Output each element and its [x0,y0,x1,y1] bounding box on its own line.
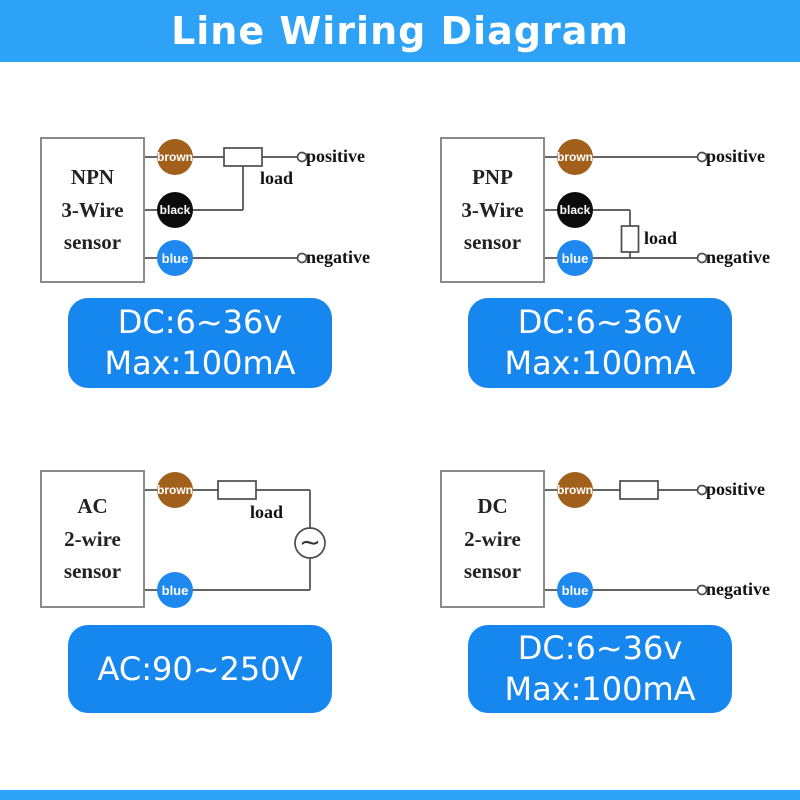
sensor-label-line: NPN [70,165,115,190]
label-negative: negative [706,247,770,267]
wiring-svg-pnp [545,151,708,264]
diagram-npn: NPN 3-Wire sensor brown black blue load … [0,100,400,430]
label-positive: positive [706,146,766,166]
diagram-ac: AC 2-wire sensor brown blue load ∼ AC:90… [0,430,400,750]
sensor-label-line: sensor [63,559,122,584]
load-symbol [620,225,640,253]
label-load: load [260,168,294,188]
sensor-box-npn: NPN 3-Wire sensor [40,137,145,283]
spec-badge-npn: DC:6~36v Max:100mA [68,298,332,388]
sensor-label-line: 3-Wire [61,197,124,222]
sensor-label-line: 2-wire [64,526,121,551]
wiring-svg-dc [545,480,708,596]
wire-node-blue: blue [557,240,593,276]
sensor-label-line: sensor [63,230,122,255]
sensor-box-dc: DC 2-wire sensor [440,470,545,608]
terminal-positive-icon [296,151,308,163]
terminal-negative-icon [696,584,708,596]
diagram-pnp: PNP 3-Wire sensor brown black blue load … [400,100,800,430]
label-negative: negative [306,247,370,267]
sensor-label-line: sensor [463,230,522,255]
sensor-label-line: DC [477,494,508,519]
wiring-svg-npn [145,147,308,264]
wires-ac [145,480,326,591]
footer-bar [0,790,800,800]
spec-line: AC:90~250V [97,649,303,688]
label-negative: negative [706,579,770,599]
wire-node-black: black [157,192,193,228]
sensor-label-line: 3-Wire [461,197,524,222]
spec-line: DC:6~36v [517,303,683,342]
spec-badge-dc: DC:6~36v Max:100mA [468,625,732,713]
wire-node-brown: brown [157,472,193,508]
wires-npn [145,147,308,264]
header-bar: Line Wiring Diagram [0,0,800,62]
spec-line: Max:100mA [504,670,696,708]
sensor-box-pnp: PNP 3-Wire sensor [440,137,545,283]
diagram-dc: DC 2-wire sensor brown blue positive neg… [400,430,800,750]
sensor-label-line: 2-wire [464,526,521,551]
spec-line: DC:6~36v [517,629,683,668]
wire-node-black: black [557,192,593,228]
sensor-label-line: AC [77,494,108,519]
wire-node-blue: blue [157,572,193,608]
wire-node-brown: brown [557,139,593,175]
ac-wave-symbol: ∼ [299,528,321,558]
wires-pnp [545,151,708,264]
terminal-positive-icon [696,484,708,496]
spec-badge-pnp: DC:6~36v Max:100mA [468,298,732,388]
label-load: load [644,228,678,248]
terminal-positive-icon [696,151,708,163]
wires-dc [545,480,708,596]
wire-node-brown: brown [157,139,193,175]
label-load: load [250,502,284,522]
wire-node-blue: blue [157,240,193,276]
load-symbol [619,480,659,500]
terminal-negative-icon [296,252,308,264]
load-symbol [223,147,263,167]
spec-badge-ac: AC:90~250V [68,625,332,713]
spec-line: Max:100mA [504,344,696,382]
wire-node-blue: blue [557,572,593,608]
page-title: Line Wiring Diagram [171,9,629,53]
label-positive: positive [306,146,366,166]
sensor-label-line: sensor [463,559,522,584]
wiring-svg-ac [145,480,326,591]
sensor-label-line: PNP [472,165,513,190]
spec-line: DC:6~36v [117,303,283,342]
label-positive: positive [706,479,766,499]
spec-line: Max:100mA [104,344,296,382]
load-symbol [217,480,257,500]
sensor-box-ac: AC 2-wire sensor [40,470,145,608]
terminal-negative-icon [696,252,708,264]
wire-node-brown: brown [557,472,593,508]
